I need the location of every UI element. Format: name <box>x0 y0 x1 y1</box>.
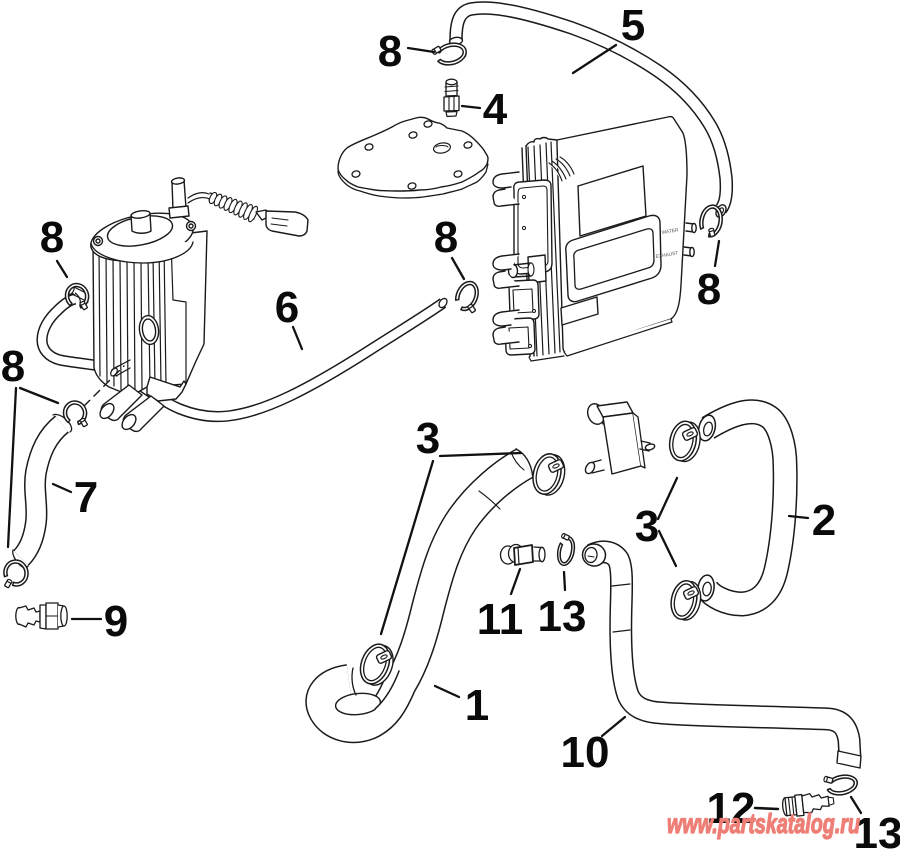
svg-text:11: 11 <box>477 595 524 644</box>
svg-text:5: 5 <box>621 1 645 50</box>
svg-text:1: 1 <box>465 681 489 730</box>
svg-text:9: 9 <box>104 597 128 646</box>
svg-text:8: 8 <box>434 213 458 262</box>
svg-text:13: 13 <box>854 809 900 855</box>
svg-text:2: 2 <box>812 496 836 545</box>
svg-text:8: 8 <box>697 265 721 314</box>
svg-text:8: 8 <box>1 342 25 391</box>
svg-text:12: 12 <box>707 784 756 833</box>
svg-text:6: 6 <box>275 283 299 332</box>
svg-text:8: 8 <box>40 213 64 262</box>
svg-text:8: 8 <box>378 27 402 76</box>
svg-text:EXHAUST: EXHAUST <box>655 250 678 259</box>
svg-text:13: 13 <box>538 592 587 641</box>
svg-text:3: 3 <box>635 502 659 551</box>
svg-text:www.partskatalog.ru: www.partskatalog.ru <box>667 808 860 839</box>
svg-text:WATER: WATER <box>661 227 679 236</box>
svg-text:3: 3 <box>416 414 440 463</box>
svg-text:10: 10 <box>561 728 610 777</box>
svg-text:4: 4 <box>483 85 508 134</box>
svg-text:7: 7 <box>74 473 98 522</box>
